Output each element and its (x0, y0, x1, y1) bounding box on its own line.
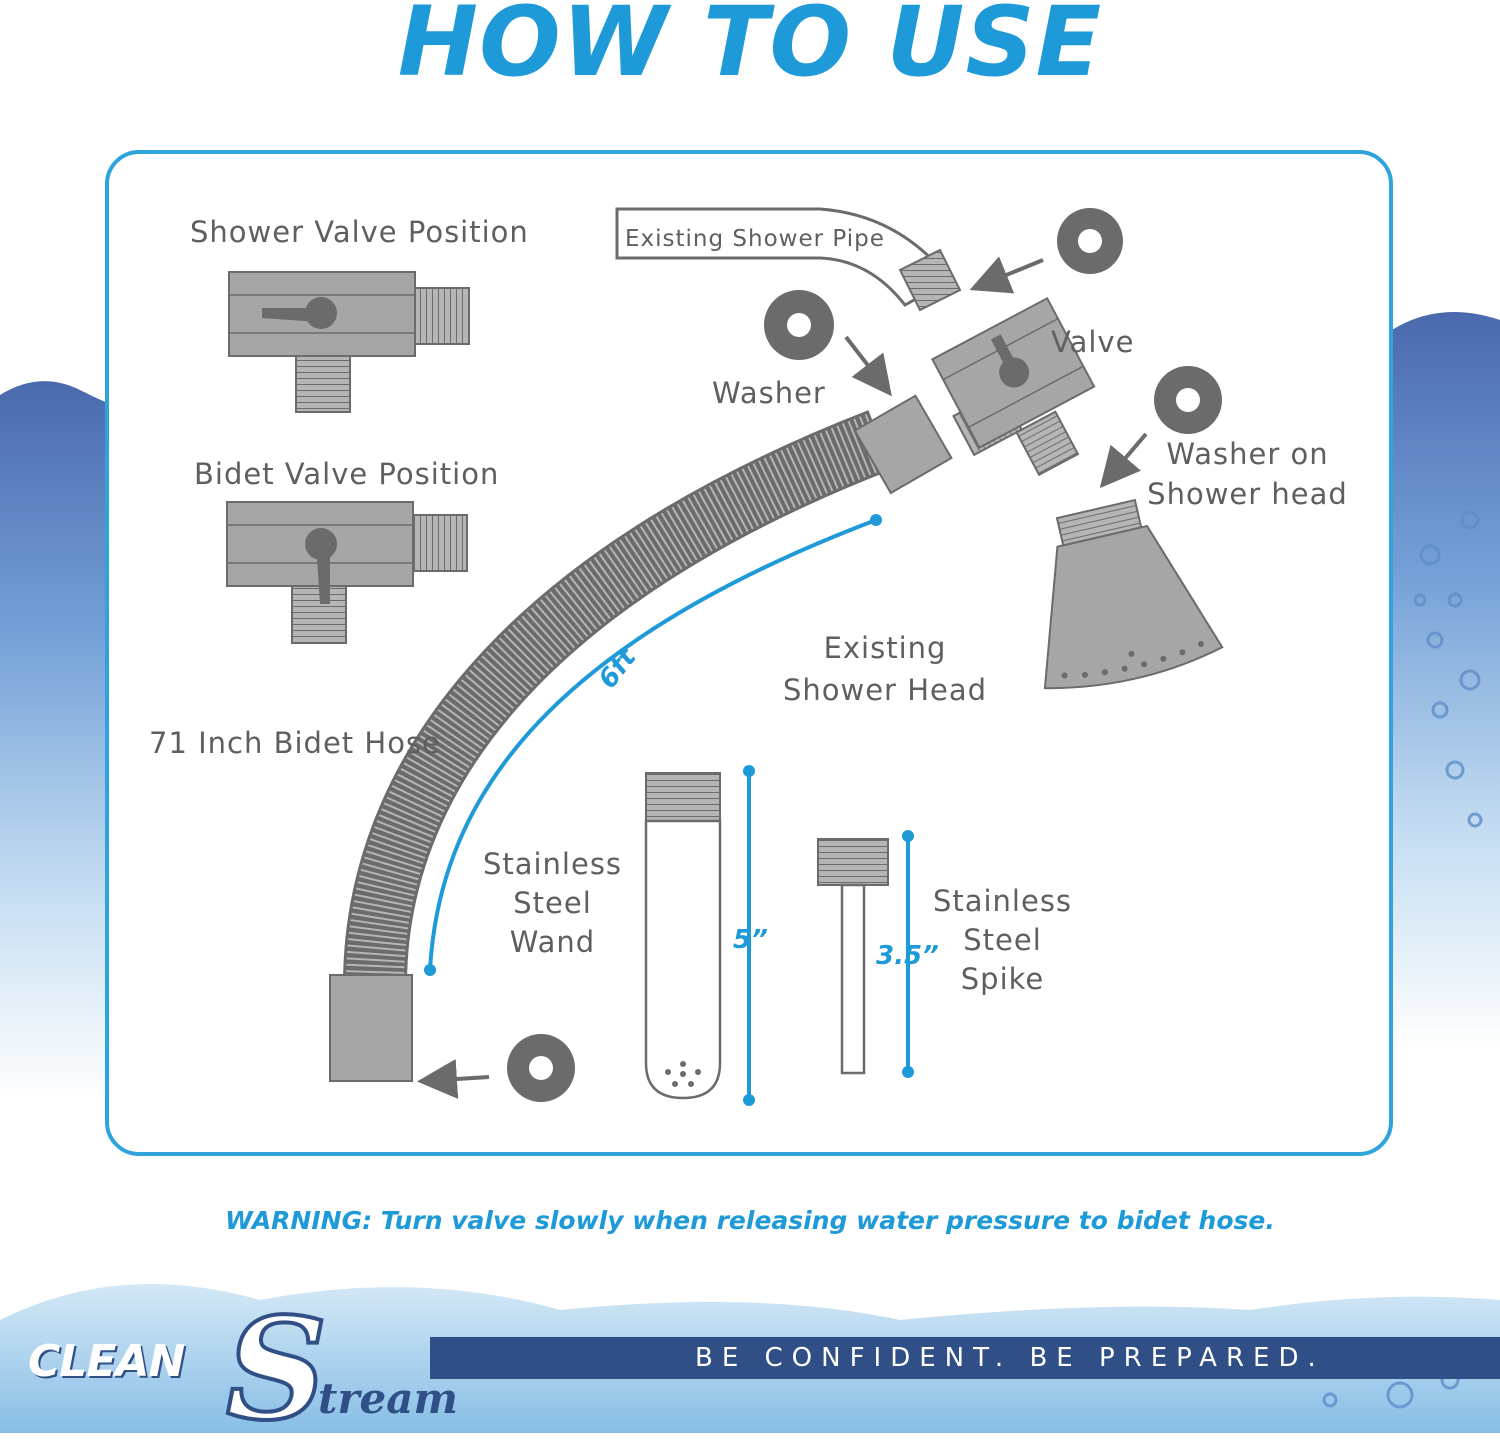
spike-length-marker (902, 830, 914, 1078)
brand-logo-s: S (224, 1288, 329, 1452)
arrow-icon (417, 256, 1148, 1099)
washer-on-shower-head-line2: Shower head (1147, 477, 1348, 511)
bidet-hose-illustration (329, 394, 953, 1082)
shower-valve-illustration (228, 271, 470, 413)
bidet-valve-illustration (226, 501, 468, 644)
valve-label: Valve (1051, 325, 1135, 359)
wand-illustration (644, 772, 722, 1100)
shower-valve-position-label: Shower Valve Position (190, 215, 529, 249)
wand-label-line1: Stainless (482, 847, 623, 881)
washer-icon (507, 208, 1222, 1102)
wand-length-label: 5” (733, 925, 768, 955)
wand-label-line3: Wand (509, 925, 596, 959)
washer-label: Washer (712, 376, 826, 410)
brand-logo-stream: tream (318, 1374, 458, 1423)
page-title: HOW TO USE (397, 0, 1103, 98)
spike-illustration (817, 838, 889, 1075)
existing-shower-pipe-label: Existing Shower Pipe (625, 226, 885, 252)
washer-on-shower-head-line1: Washer on (1166, 437, 1329, 471)
warning-text: WARNING: Turn valve slowly when releasin… (225, 1206, 1275, 1235)
trademark-mark: TM (490, 1360, 505, 1371)
valve-illustration (931, 296, 1096, 477)
spike-label-line3: Spike (960, 962, 1045, 996)
shower-head-illustration (1043, 498, 1224, 690)
hose-length-marker (424, 514, 882, 976)
existing-shower-head-line1: Existing (823, 631, 947, 665)
tagline: BE CONFIDENT. BE PREPARED. (695, 1343, 1325, 1373)
spike-length-label: 3.5” (876, 941, 939, 971)
bidet-hose-label: 71 Inch Bidet Hose (149, 726, 441, 760)
brand-logo-clean: CLEAN (28, 1336, 185, 1387)
bidet-valve-position-label: Bidet Valve Position (194, 457, 500, 491)
existing-shower-head-line2: Shower Head (782, 673, 988, 707)
tagline-band (430, 1337, 1500, 1379)
wand-length-marker (743, 765, 755, 1106)
shower-pipe-illustration (615, 207, 962, 312)
existing-shower-head-label: Existing Shower Head (770, 627, 1000, 711)
spike-label-line2: Steel (963, 923, 1042, 957)
stainless-steel-spike-label: Stainless Steel Spike (930, 882, 1075, 999)
stainless-steel-wand-label: Stainless Steel Wand (480, 845, 625, 962)
spike-label-line1: Stainless (932, 884, 1073, 918)
washer-on-shower-head-label: Washer on Shower head (1145, 434, 1350, 514)
wand-label-line2: Steel (513, 886, 592, 920)
